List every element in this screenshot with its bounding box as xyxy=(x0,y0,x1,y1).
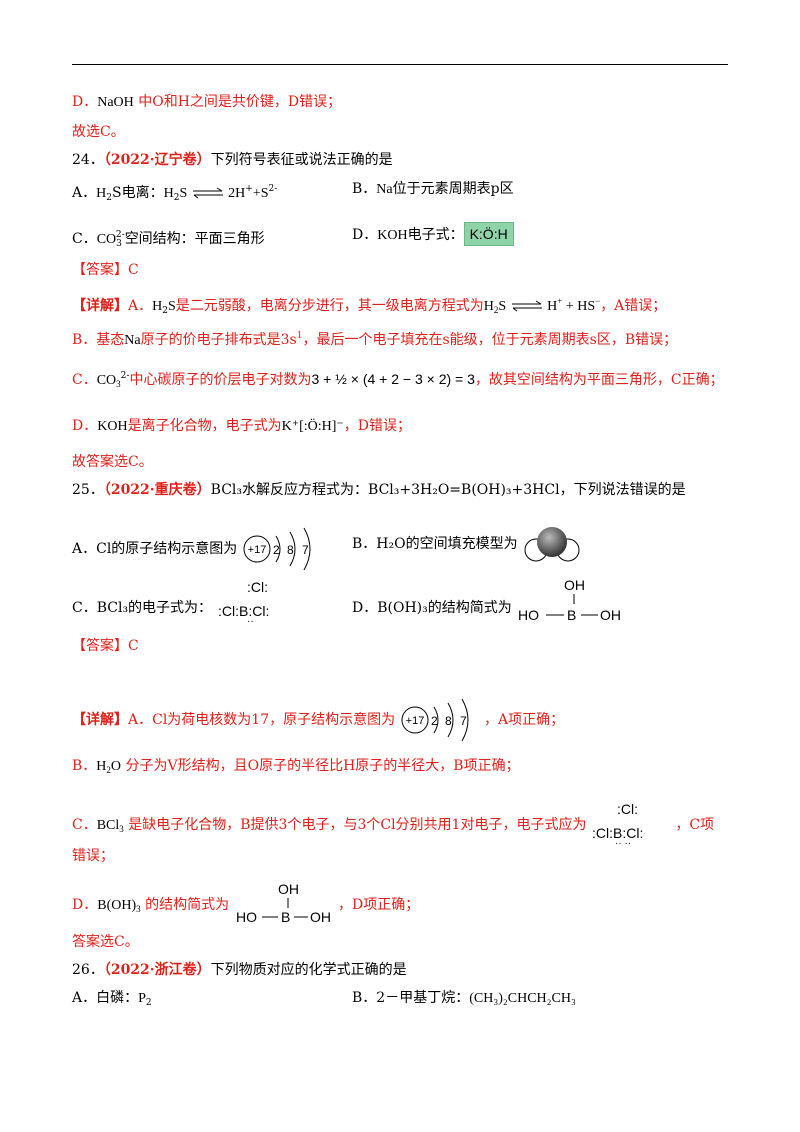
svg-text:OH: OH xyxy=(600,607,621,623)
boh3-structural-formula-detail: OH HO B OH xyxy=(236,881,331,925)
header-rule xyxy=(72,64,728,65)
q23-conclusion: 故选C。 xyxy=(72,124,125,140)
q23-option-d: D．NaOH 中O和H之间是共价键，D错误； xyxy=(72,94,342,110)
water-space-filling-model xyxy=(524,527,580,562)
q26-option-b: B．2－甲基丁烷：(CH₃)₂CHCH₂CH₃ xyxy=(352,990,576,1006)
svg-text:2: 2 xyxy=(431,714,438,728)
q24-answer: 【答案】C xyxy=(72,262,139,278)
svg-text:7: 7 xyxy=(302,543,309,557)
reversible-arrow-icon xyxy=(511,300,542,312)
q24-option-c: C．CO32-空间结构：平面三角形 xyxy=(72,230,265,249)
svg-text:OH: OH xyxy=(564,578,585,593)
boh3-structural-formula: OH HO B OH xyxy=(518,577,621,623)
svg-text::Cl:B:Cl:: :Cl:B:Cl: xyxy=(592,825,643,841)
q25-detail-b: B．H2O 分子为V形结构，且O原子的半径比H原子的半径大，B项正确； xyxy=(72,758,520,775)
q24-option-d: D．KOH电子式：K:Ö:H xyxy=(352,222,514,246)
q25-answer: 【答案】C xyxy=(72,638,139,654)
q26-stem: 26．（2022·浙江卷）下列物质对应的化学式正确的是 xyxy=(72,962,407,978)
q25-detail-c-cont: 错误； xyxy=(72,848,114,864)
svg-text:OH: OH xyxy=(310,909,331,925)
q25-detail-d: D．B(OH)3 的结构简式为 OH HO B OH ，D项正确； xyxy=(72,878,419,928)
q24-option-a: A．H2S电离：H2S 2H++S2- xyxy=(72,184,278,203)
svg-text:+17: +17 xyxy=(247,544,266,556)
q25-option-b: B．H₂O的空间填充模型为 xyxy=(352,524,582,564)
q25-detail-c: C．BCl3 是缺电子化合物，B提供3个电子，与3个Cl分别共用1对电子，电子式… xyxy=(72,801,715,849)
q24-detail-c: C．CO32-中心碳原子的价层电子对数为3 + ½ × (4 + 2 − 3 ×… xyxy=(72,371,724,389)
svg-text:8: 8 xyxy=(287,543,294,557)
q25-option-c: C．BCl₃的电子式为： :Cl: :Cl:B:Cl: ·· xyxy=(72,578,297,628)
svg-text:OH: OH xyxy=(278,882,299,897)
q25-conclusion: 答案选C。 xyxy=(72,934,139,950)
q25-option-d: D．B(OH)₃的结构简式为 OH HO B OH xyxy=(352,577,626,628)
q26-option-a: A．白磷：P2 xyxy=(72,990,152,1008)
svg-text:+17: +17 xyxy=(405,715,424,727)
svg-text:2: 2 xyxy=(273,543,280,557)
q24-stem: 24．（2022·辽宁卷）下列符号表征或说法正确的是 xyxy=(72,152,393,168)
svg-text:·· ··: ·· ·· xyxy=(615,838,631,849)
svg-text:··: ·· xyxy=(247,616,254,627)
svg-text:8: 8 xyxy=(445,714,452,728)
q24-conclusion: 故答案选C。 xyxy=(72,454,153,470)
svg-text:HO: HO xyxy=(518,607,539,623)
q24-option-b: B．Na位于元素周期表p区 xyxy=(352,181,514,197)
q25-detail-a: 【详解】A．Cl为荷电核数为17，原子结构示意图为 +17 2 8 7 ，A项正… xyxy=(72,695,564,745)
svg-text::Cl:: :Cl: xyxy=(617,801,638,817)
koh-electron-formula-image: K:Ö:H xyxy=(463,222,514,246)
svg-text::Cl:: :Cl: xyxy=(247,579,268,595)
q25-option-a: A．Cl的原子结构示意图为 +17 2 8 7 xyxy=(72,524,322,574)
svg-text:B: B xyxy=(567,607,576,623)
cl-atomic-structure-diagram: +17 2 8 7 xyxy=(401,698,469,742)
svg-text:HO: HO xyxy=(236,909,257,925)
svg-text::Cl:B:Cl:: :Cl:B:Cl: xyxy=(218,603,269,619)
reversible-arrow-icon xyxy=(192,187,223,199)
bcl3-electron-formula-correct: :Cl: :Cl:B:Cl: ·· ·· xyxy=(592,801,643,849)
q25-stem: 25．（2022·重庆卷）BCl₃水解反应方程式为：BCl₃+3H₂O=B(OH… xyxy=(72,482,686,498)
q24-detail-b: B．基态Na原子的价电子排布式是3s1，最后一个电子填充在s能级，位于元素周期表… xyxy=(72,331,678,348)
svg-text:7: 7 xyxy=(460,714,467,728)
cl-atomic-structure-diagram: +17 2 8 7 xyxy=(243,527,311,571)
bcl3-electron-formula: :Cl: :Cl:B:Cl: ·· xyxy=(218,579,269,627)
q24-detail-a: 【详解】A．H2S是二元弱酸，电离分步进行，其一级电离方程式为H2S H+ + … xyxy=(72,296,667,316)
svg-text:B: B xyxy=(281,909,290,925)
q24-detail-d: D．KOH是离子化合物，电子式为K⁺[:Ö:H]⁻，D错误； xyxy=(72,418,412,434)
